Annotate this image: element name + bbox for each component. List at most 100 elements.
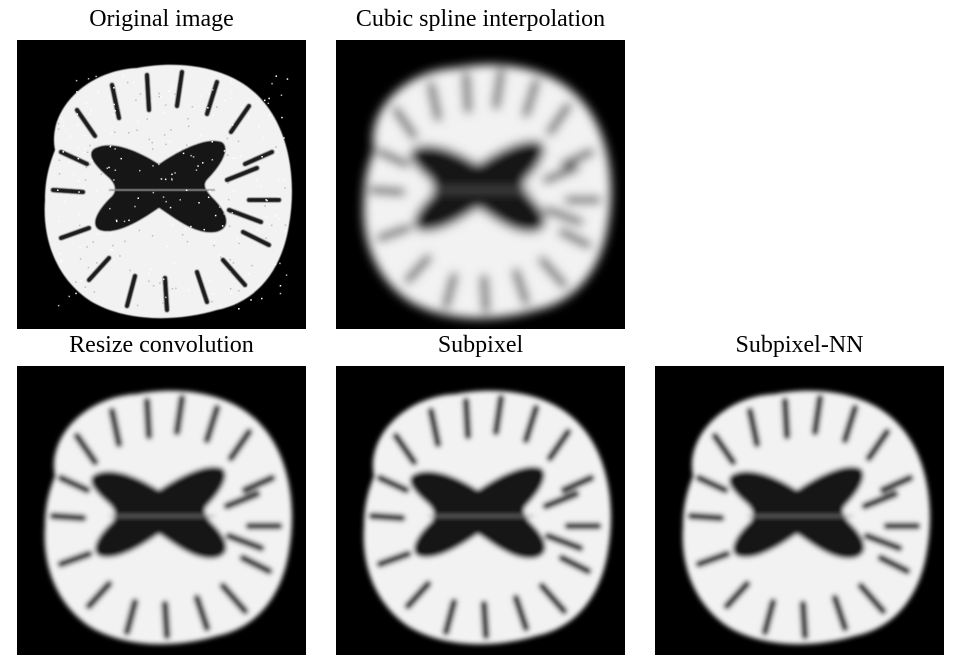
sulcus bbox=[404, 254, 432, 284]
sulcus bbox=[143, 397, 153, 440]
sulcus bbox=[544, 206, 584, 226]
sulcus bbox=[492, 68, 505, 110]
sulcus bbox=[799, 600, 809, 640]
sulcus bbox=[841, 404, 859, 444]
sulcus bbox=[863, 532, 903, 552]
panel-title-cubic-spline: Cubic spline interpolation bbox=[355, 6, 606, 32]
sulcus bbox=[558, 554, 592, 575]
panel-title-original: Original image bbox=[89, 6, 234, 32]
sulcus bbox=[108, 407, 123, 448]
sulcus bbox=[462, 397, 472, 440]
brain-scan-resize-convolution bbox=[44, 390, 292, 645]
sulcus bbox=[404, 580, 432, 610]
ventricles bbox=[90, 140, 227, 233]
sulcus bbox=[546, 428, 572, 462]
sulcus bbox=[219, 582, 249, 615]
sulcus bbox=[203, 404, 221, 444]
ventricles bbox=[728, 466, 865, 559]
sulcus bbox=[376, 224, 412, 242]
mri-image-resize-convolution bbox=[17, 366, 306, 655]
sulcus bbox=[144, 72, 152, 113]
noise-speckle bbox=[57, 75, 289, 310]
sulcus bbox=[761, 598, 777, 636]
sulcus bbox=[224, 165, 260, 183]
sulcus bbox=[240, 229, 272, 248]
brain-scan-subpixel-nn bbox=[682, 390, 930, 645]
sulcus bbox=[227, 428, 253, 462]
sulcus bbox=[538, 582, 568, 615]
brain-tissue bbox=[44, 64, 292, 319]
sulcus bbox=[376, 148, 410, 168]
brain-tissue bbox=[682, 390, 930, 645]
sulcus bbox=[857, 582, 887, 615]
panel-subpixel-nn: Subpixel-NN bbox=[655, 330, 944, 655]
sulcus bbox=[49, 512, 87, 522]
sulcus bbox=[74, 107, 98, 139]
sulcus bbox=[877, 554, 911, 575]
sulcus bbox=[368, 512, 406, 522]
sulcus bbox=[85, 580, 113, 610]
mri-image-cubic-spline bbox=[336, 40, 625, 329]
mri-image-subpixel-nn bbox=[655, 366, 944, 655]
brain-tissue bbox=[44, 390, 292, 645]
sulcus bbox=[241, 474, 276, 494]
sulcus bbox=[544, 532, 584, 552]
sulcus bbox=[239, 554, 273, 575]
sulcus bbox=[723, 580, 751, 610]
ventricles bbox=[409, 140, 546, 233]
sulcus bbox=[123, 598, 139, 636]
sulcus bbox=[542, 164, 580, 184]
sulcus bbox=[522, 404, 540, 444]
panel-resize-convolution: Resize convolution bbox=[17, 330, 306, 655]
ventricles bbox=[409, 466, 546, 559]
brain-tissue bbox=[363, 390, 611, 645]
sulcus bbox=[86, 255, 112, 283]
sulcus bbox=[695, 474, 729, 494]
sulcus bbox=[560, 148, 595, 168]
mri-image-original bbox=[17, 40, 306, 329]
sulcus bbox=[174, 69, 185, 109]
mri-image-subpixel bbox=[336, 366, 625, 655]
sulcus bbox=[512, 594, 530, 632]
sulcus bbox=[220, 257, 248, 288]
sulcus bbox=[879, 474, 914, 494]
sulcus bbox=[161, 600, 171, 640]
sulcus bbox=[427, 407, 442, 448]
ventricles bbox=[90, 466, 227, 559]
sulcus bbox=[392, 106, 418, 140]
sulcus bbox=[427, 81, 442, 122]
sulcus bbox=[376, 550, 412, 568]
sulcus bbox=[861, 490, 899, 510]
sulcus bbox=[223, 490, 261, 510]
sulcus bbox=[442, 598, 458, 636]
sulcus bbox=[711, 432, 737, 466]
sulcus bbox=[462, 71, 472, 114]
sulcus bbox=[865, 428, 891, 462]
sulcus bbox=[242, 149, 275, 167]
sulcus bbox=[162, 275, 170, 313]
sulcus bbox=[226, 207, 264, 225]
sulcus bbox=[542, 490, 580, 510]
sulcus bbox=[480, 274, 490, 314]
sulcus bbox=[781, 397, 791, 440]
sulcus bbox=[492, 394, 505, 436]
sulcus bbox=[522, 78, 540, 118]
sulcus bbox=[124, 273, 138, 309]
sulcus bbox=[538, 256, 568, 289]
sulcus bbox=[687, 512, 725, 522]
brain-scan-original bbox=[44, 64, 292, 319]
sulcus bbox=[228, 103, 252, 135]
sulcus bbox=[173, 394, 186, 436]
sulcus bbox=[831, 594, 849, 632]
sulcus bbox=[204, 79, 220, 117]
sulcus bbox=[480, 600, 490, 640]
sulcus bbox=[560, 474, 595, 494]
sulcus bbox=[58, 149, 90, 167]
sulcus bbox=[746, 407, 761, 448]
sulcus bbox=[57, 550, 93, 568]
panel-original: Original image bbox=[17, 4, 306, 329]
panel-subpixel: Subpixel bbox=[336, 330, 625, 655]
sulcus bbox=[109, 82, 122, 121]
sulcus bbox=[376, 474, 410, 494]
sulcus bbox=[811, 394, 824, 436]
